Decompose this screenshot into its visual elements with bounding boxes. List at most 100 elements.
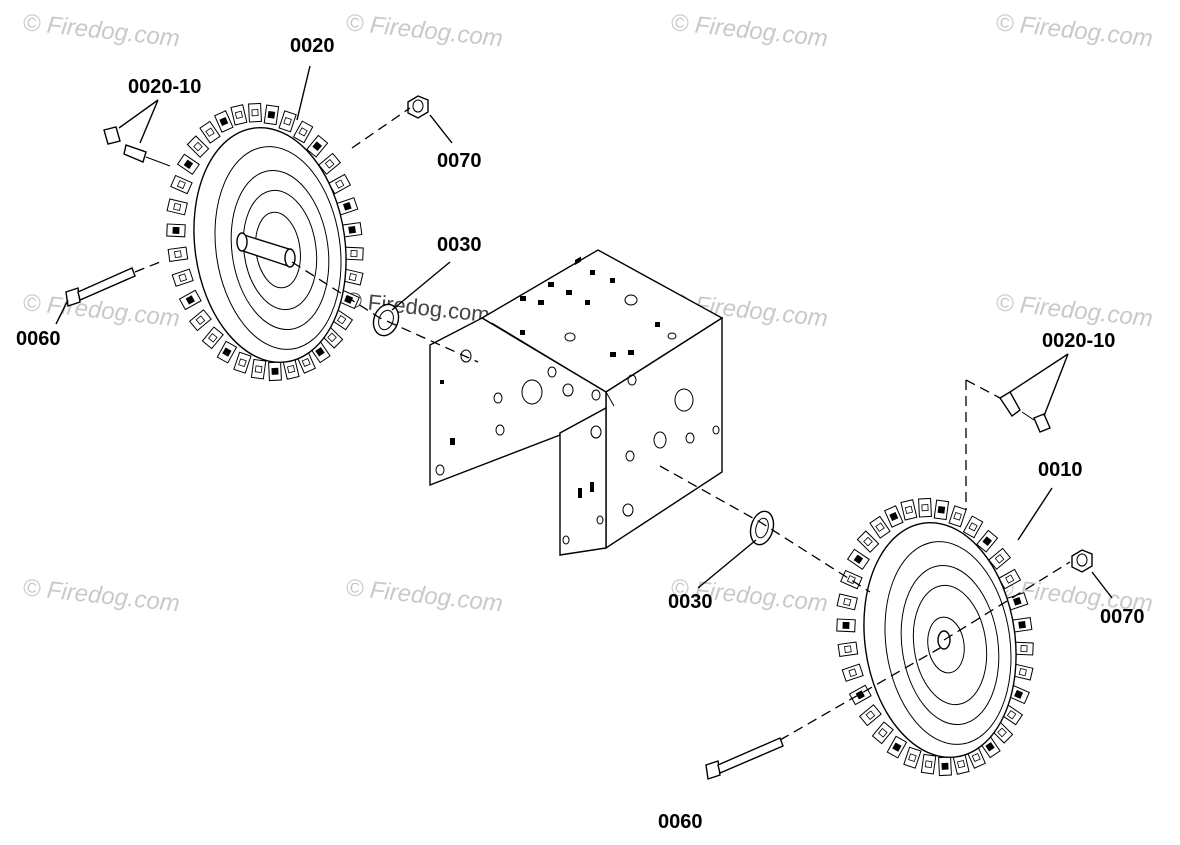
- tread-lug-mark: [342, 201, 352, 211]
- left-valve-body: [123, 144, 147, 163]
- tread-lug-mark: [1006, 709, 1017, 720]
- frame-hole: [625, 450, 635, 462]
- left-nut-body: [407, 95, 429, 119]
- callout-right-wheel: 0010: [1038, 459, 1083, 481]
- right-bolt: [705, 737, 784, 780]
- watermark: © Firedog.com: [344, 574, 504, 617]
- right-valve-leader: [1021, 411, 1035, 421]
- callout-right-nut: 0070: [1100, 606, 1145, 628]
- tread-lug-mark: [178, 273, 188, 283]
- watermark: © Firedog.com: [21, 289, 181, 332]
- frame-edge: [605, 391, 615, 407]
- left-spacer: [372, 303, 400, 337]
- tread-lug-mark: [172, 226, 180, 234]
- right-bolt-head: [705, 760, 721, 780]
- assembly-line: [943, 561, 1071, 641]
- right-spacer: [749, 510, 775, 546]
- frame-hole: [493, 392, 503, 404]
- tread-lug-mark: [254, 365, 263, 374]
- right-wheel-hub-ring: [927, 616, 965, 674]
- frame-hole: [628, 350, 634, 355]
- frame-hole: [575, 256, 581, 266]
- frame-hole: [521, 379, 543, 405]
- left-wheel-hub-ring: [230, 169, 330, 331]
- tread-lug-mark: [301, 358, 311, 367]
- tread-lug-mark: [957, 760, 966, 769]
- frame-hole: [674, 388, 694, 412]
- watermark: © Firedog.com: [994, 289, 1154, 332]
- left-wheel-tread: [166, 102, 364, 382]
- right-wheel-tread: [836, 497, 1034, 777]
- tread-lug-mark: [865, 710, 876, 720]
- watermark: © Firedog.com: [21, 9, 181, 52]
- frame-hole: [548, 282, 554, 287]
- leader-line: [1009, 353, 1069, 393]
- tread-lug-mark: [335, 179, 345, 189]
- right-spacer-inner: [755, 517, 769, 539]
- tread-lug-mark: [1018, 620, 1026, 629]
- right-wheel-rim: [884, 541, 1012, 745]
- tread-lug-mark: [892, 742, 902, 752]
- left-valve-cap: [103, 126, 121, 145]
- tread-lug-mark: [1018, 668, 1027, 677]
- tread-lug-mark: [205, 127, 215, 137]
- axle-frame: [429, 249, 724, 556]
- left-bolt-head: [65, 287, 81, 307]
- tread-lug-mark: [193, 141, 203, 152]
- frame-hole: [667, 332, 677, 340]
- frame-hole: [712, 425, 720, 435]
- tread-lug-mark: [222, 347, 232, 357]
- frame-hole: [520, 296, 526, 301]
- tread-lug-mark: [863, 536, 873, 547]
- callout-left-bolt: 0060: [16, 328, 61, 350]
- callout-left-wheel: 0020: [290, 35, 335, 57]
- frame-holes: [435, 256, 720, 545]
- left-nut-hole: [412, 99, 424, 113]
- tread-lug-mark: [185, 295, 195, 305]
- tread-lug-mark: [971, 753, 981, 762]
- frame-hole: [655, 322, 660, 327]
- callout-left-valve: 0020-10: [128, 76, 201, 98]
- callout-left-nut: 0070: [437, 150, 482, 172]
- tread-lug-mark: [904, 505, 913, 514]
- leader-lines: [55, 65, 1113, 599]
- right-valve-body: [999, 391, 1021, 418]
- tread-lug-mark: [1005, 574, 1015, 584]
- tread-lug-mark: [287, 365, 296, 374]
- watermark: © Firedog.com: [994, 9, 1154, 52]
- left-lug-nut: [407, 95, 429, 119]
- tread-lug-mark: [855, 690, 865, 700]
- watermark: © Firedog.com: [344, 9, 504, 52]
- leader-line: [118, 99, 159, 129]
- left-valve-leader: [145, 156, 171, 167]
- left-axle-base: [236, 232, 248, 252]
- left-wheel-rim: [214, 146, 342, 350]
- tread-lug-mark: [941, 762, 949, 770]
- tread-lug-mark: [298, 127, 308, 137]
- right-valve-cap: [1033, 413, 1051, 433]
- leader-line: [429, 114, 453, 144]
- tread-lug-mark: [953, 511, 962, 521]
- left-axle-end: [284, 248, 296, 268]
- frame-lower-plate: [559, 406, 607, 556]
- assembly-line: [659, 465, 871, 593]
- tread-lug-mark: [997, 727, 1007, 738]
- frame-hole: [610, 352, 616, 357]
- tread-lug-mark: [982, 536, 992, 546]
- frame-hole: [578, 488, 582, 498]
- frame-hole: [591, 389, 601, 401]
- frame-hole: [622, 503, 634, 517]
- callout-bottom-partial: 0060: [658, 811, 703, 833]
- tread-lug-mark: [219, 117, 229, 126]
- frame-hole: [685, 432, 695, 444]
- callout-right-valve: 0020-10: [1042, 330, 1115, 352]
- watermark-center: © Firedog.com: [344, 287, 490, 327]
- assembly-line: [779, 647, 941, 741]
- assembly-line: [134, 261, 161, 273]
- frame-hole: [435, 464, 445, 476]
- frame-hole: [450, 438, 455, 445]
- frame-edge: [491, 322, 607, 393]
- watermark: © Firedog.com: [21, 574, 181, 617]
- left-valve-stem: [103, 126, 171, 167]
